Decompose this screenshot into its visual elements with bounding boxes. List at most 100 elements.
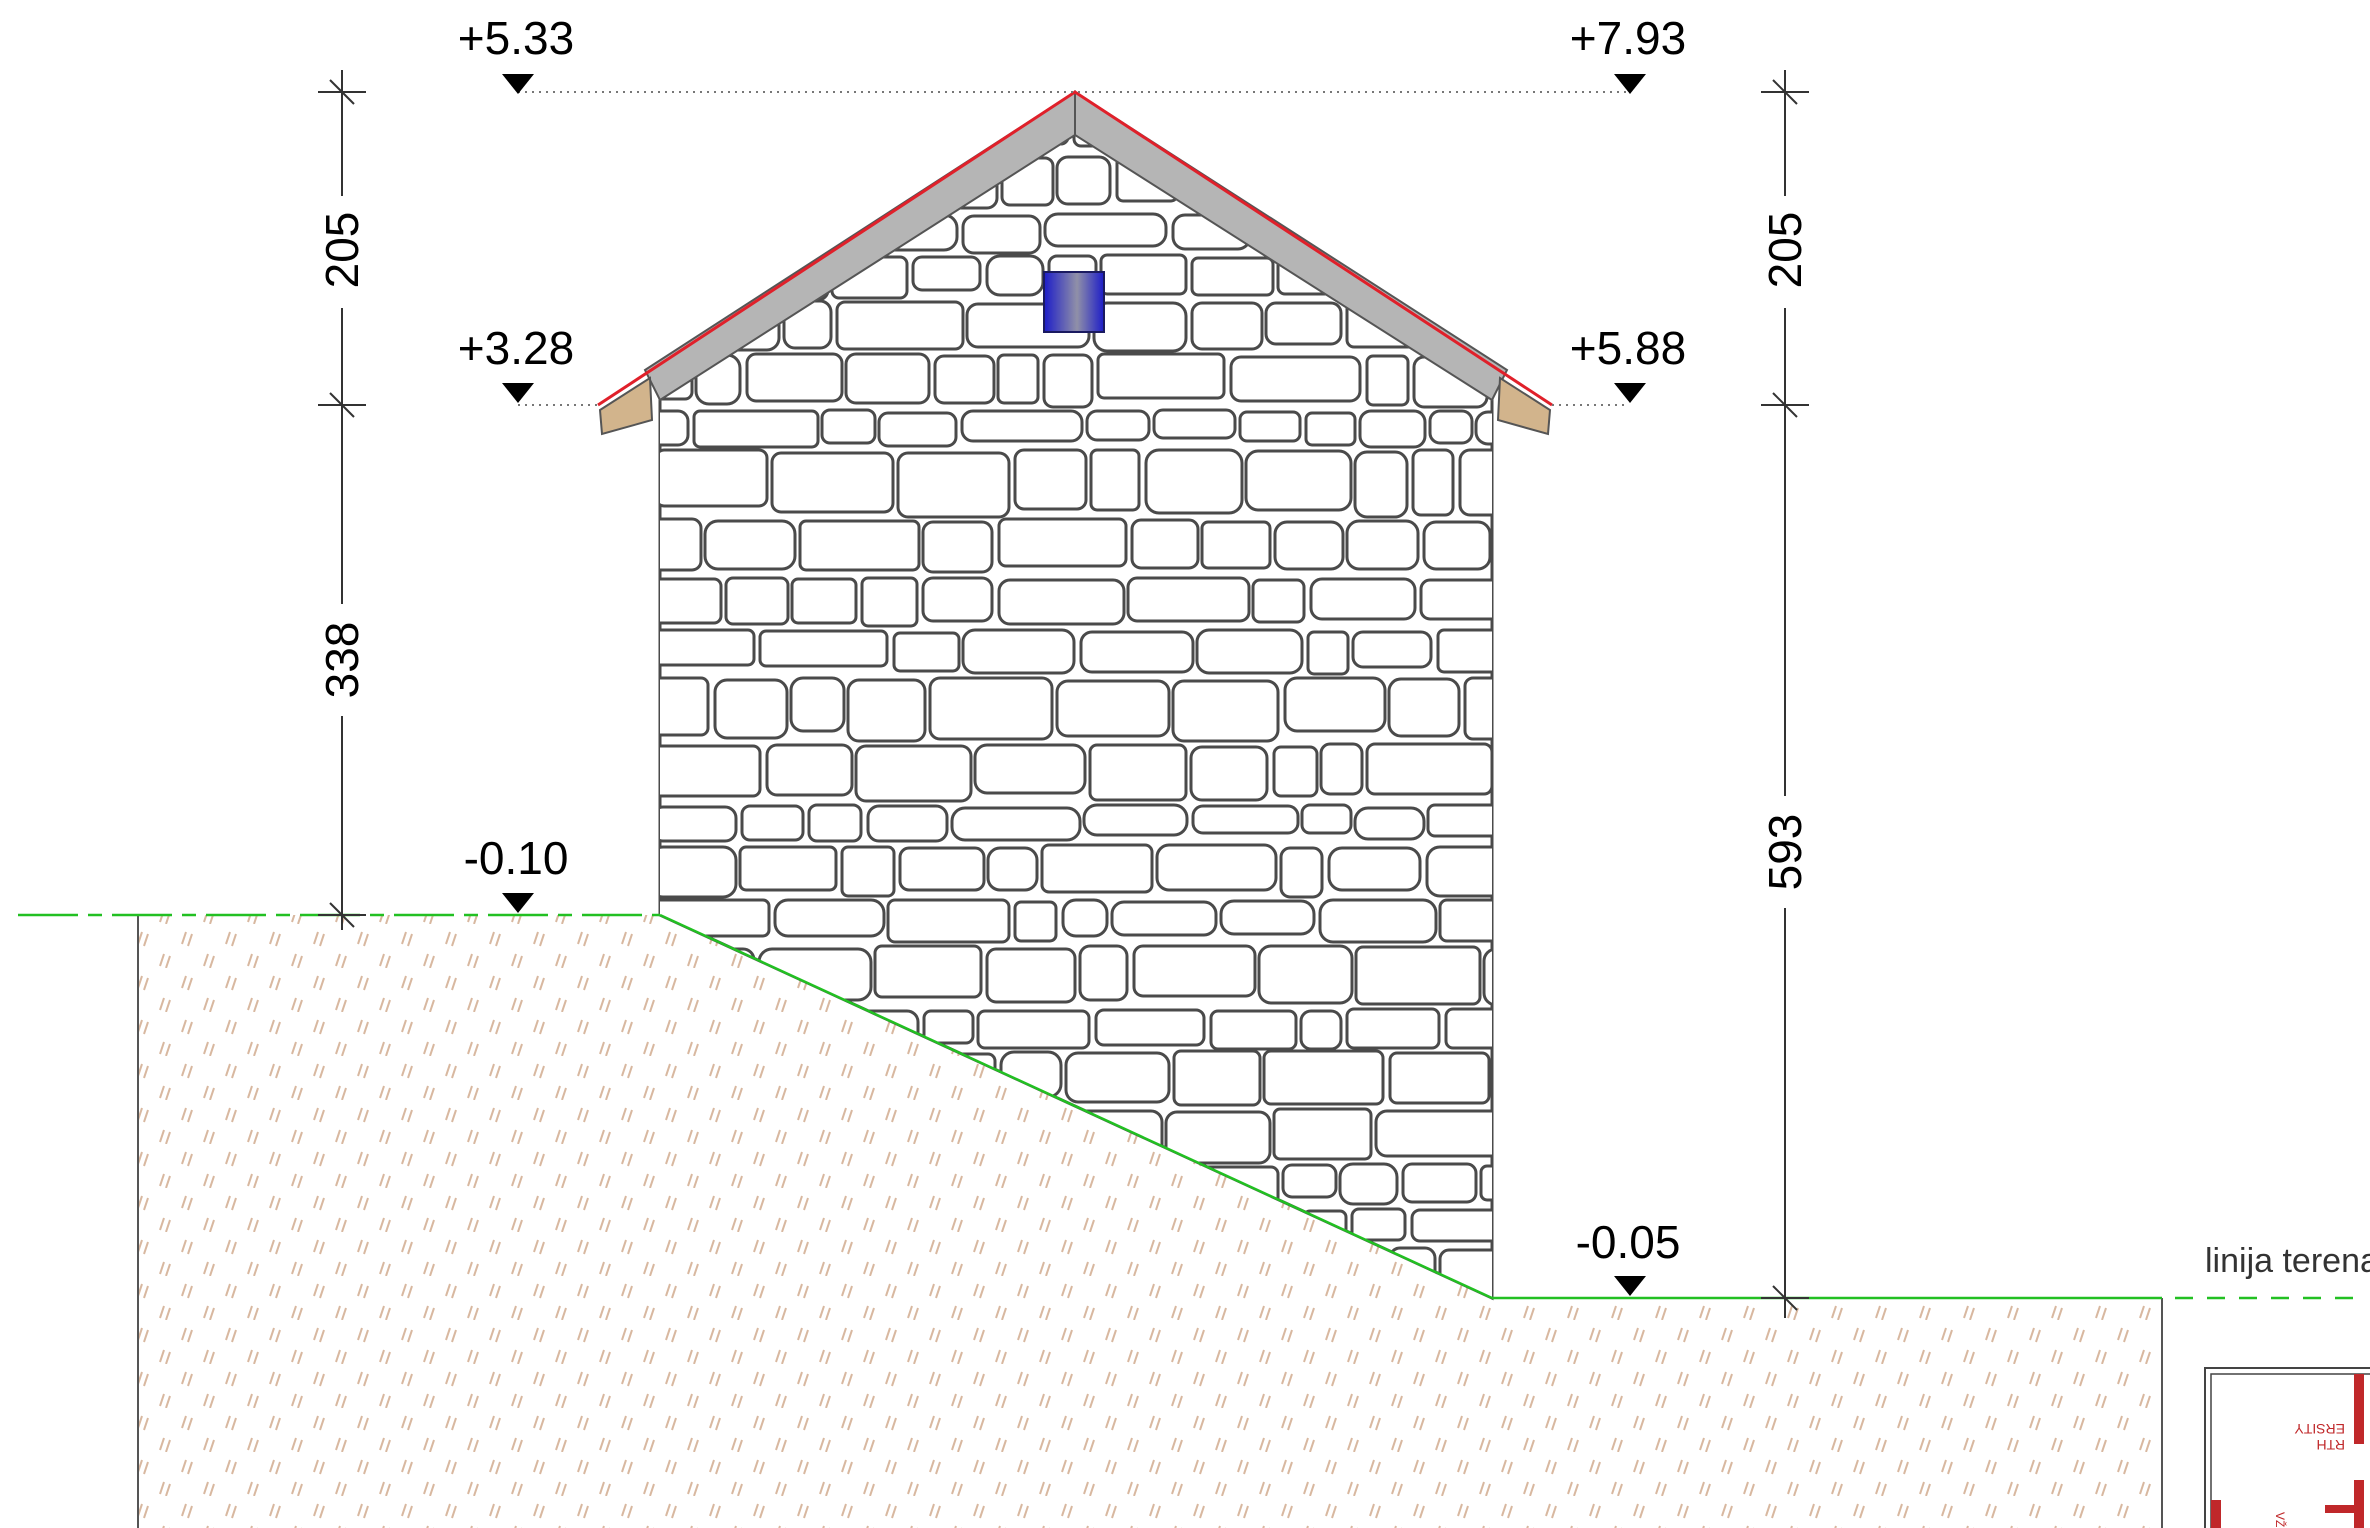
stone-block [1447,154,1492,208]
stone-block [1309,577,1417,621]
stone-block [709,100,802,148]
stone-block [660,676,710,737]
level-eave-left: +3.28 [458,322,574,374]
stone-block [660,254,697,297]
level-ground-left: -0.10 [464,832,569,884]
stone-block [840,845,896,898]
stone-block [1497,745,1592,797]
stone-block [790,577,858,625]
stone-block [738,845,838,892]
stone-block [844,352,931,405]
stone-block [1479,1164,1492,1202]
stone-block [1401,1162,1478,1204]
stone-block [798,519,921,572]
stone-block [860,576,919,628]
stone-block [805,100,889,153]
stone-block [1419,578,1492,621]
stone-block [1338,1162,1399,1206]
stone-block [1191,804,1300,835]
stone-block [1040,843,1154,894]
stone-block [822,155,866,210]
terrain-line-label: linija terena [2205,1242,2370,1280]
stone-block [1013,448,1088,511]
stone-block [745,352,844,403]
stone-block [1341,100,1424,146]
stone-block [892,631,961,673]
stone-block [1238,410,1302,443]
stone-block [1088,743,1188,802]
stone-block [985,947,1077,1004]
stone-block [1300,803,1353,835]
stone-block [1495,103,1612,145]
stone-block [1061,898,1109,938]
stone-block [1426,803,1492,838]
stone-block [1085,409,1151,442]
stone-block [758,629,889,668]
stone-block [1152,100,1236,153]
dim-right-roof-height: 205 [1759,212,1811,289]
dim-right-wall-height: 593 [1759,814,1811,891]
stone-block [1306,630,1350,676]
stone-block [976,1009,1091,1050]
level-eave-right: +5.88 [1570,322,1686,374]
terrain-slope [659,913,1493,1300]
stone-block [1458,448,1492,517]
stone-block [765,743,854,797]
stone-block [866,804,949,843]
stone-block [1388,1051,1491,1105]
stone-block [1281,1163,1338,1199]
svg-text:ERSITY: ERSITY [2294,1421,2345,1437]
stone-block [699,253,756,293]
stone-block [1189,745,1269,802]
stone-block [1400,213,1492,248]
stone-block [1410,1208,1492,1243]
stone-block [820,408,877,445]
stone-block [1358,409,1427,449]
stone-block [877,411,958,448]
stone-block [1013,900,1058,943]
stone-block [985,254,1045,297]
stone-block [660,448,769,508]
level-markers [502,74,1646,1296]
stone-block [1474,410,1492,446]
level-ridge-left: +5.33 [458,12,574,64]
stone-block [835,300,965,351]
stone-block [1043,212,1168,248]
level-ridge-right: +7.93 [1570,12,1686,64]
stone-block [1387,677,1461,738]
stone-block [911,255,982,292]
stone-block [1428,409,1474,445]
svg-text:RTH: RTH [2316,1437,2345,1453]
stone-block [1349,213,1399,246]
stone-block [1365,354,1410,407]
stone-block [921,576,994,623]
stone-block [1079,630,1195,674]
stone-block [740,155,819,207]
stone-block [1195,628,1304,675]
stone-block [1172,1049,1262,1107]
stone-block [660,845,738,899]
stone-block [1155,843,1278,892]
stone-block [1096,352,1226,400]
stone-block [1251,578,1306,624]
stone-block [660,409,690,447]
stone-block [1219,899,1316,936]
stone-block [1244,449,1353,512]
stone-block [889,100,1002,151]
stone-block [921,520,994,574]
stone-block [1345,1007,1441,1050]
stone-block [1082,803,1189,837]
stone-block [1171,679,1280,743]
stone-block [1190,256,1275,297]
stone-block [660,744,762,798]
stone-block [1042,353,1094,409]
stone-block [1365,742,1492,796]
stone-block [1463,254,1492,293]
stone-block [789,676,846,733]
stone-block [1273,520,1345,571]
stone-block [950,806,1082,842]
stone-block [1463,676,1492,741]
stone-block [922,1009,975,1045]
stone-block [660,517,703,572]
stone-block [1126,576,1251,623]
